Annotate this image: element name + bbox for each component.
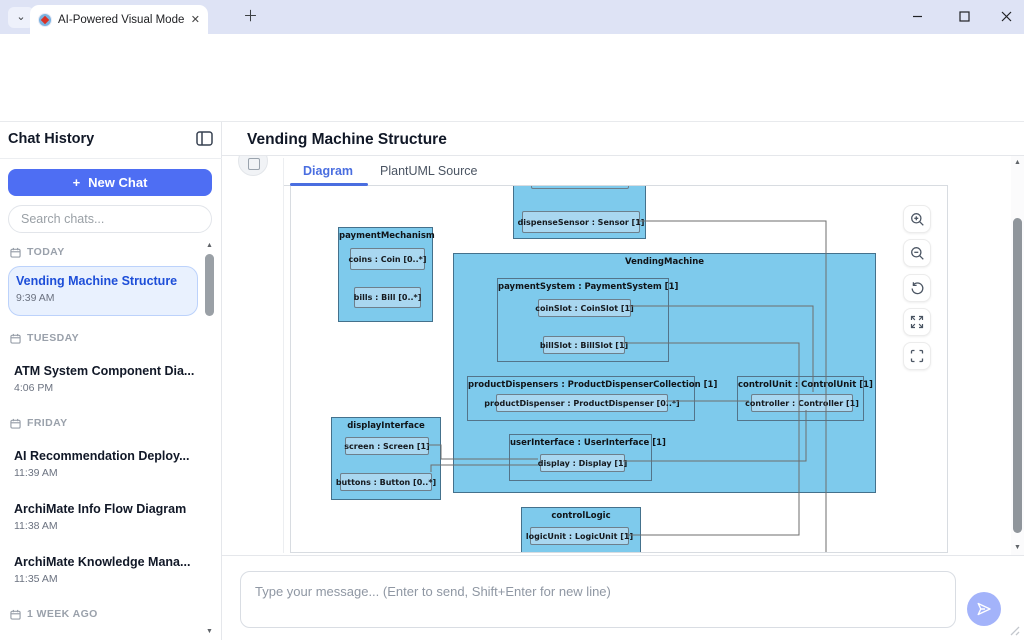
- window-maximize-button[interactable]: [944, 0, 984, 32]
- uml-part-bill-slot: billSlot : BillSlot [1]: [543, 336, 625, 354]
- chat-item-time: 11:38 AM: [14, 520, 58, 532]
- chat-item-title[interactable]: ArchiMate Knowledge Mana...: [14, 555, 190, 569]
- uml-part-controller: controller : Controller [1]: [751, 394, 853, 412]
- expand-arrows-button[interactable]: [903, 308, 931, 336]
- calendar-icon: [10, 333, 21, 344]
- chat-item-time: 9:39 AM: [16, 292, 55, 304]
- calendar-icon: [10, 247, 21, 258]
- uml-part-clipped: [531, 186, 629, 189]
- uml-box-display-interface: displayInterface screen : Screen [1] but…: [331, 417, 441, 500]
- section-heading-tuesday: TUESDAY: [10, 332, 79, 344]
- sidebar-collapse-icon[interactable]: [196, 131, 214, 147]
- scroll-down-icon[interactable]: ▼: [203, 626, 216, 638]
- uml-box-vending-machine: VendingMachine paymentSystem : PaymentSy…: [453, 253, 876, 493]
- sidebar-title: Chat History: [8, 131, 94, 147]
- plus-icon: +: [73, 175, 81, 190]
- uml-part-buttons: buttons : Button [0..*]: [340, 473, 432, 491]
- sidebar-scrollbar[interactable]: ▲ ▼: [203, 240, 216, 638]
- scrollbar-thumb[interactable]: [1013, 218, 1022, 533]
- paper-plane-icon: [976, 601, 992, 617]
- uml-box-payment-system: paymentSystem : PaymentSystem [1] coinSl…: [497, 278, 669, 362]
- new-chat-button[interactable]: + New Chat: [8, 169, 212, 196]
- diagram-tabs-row: Diagram PlantUML Source: [284, 158, 948, 186]
- chat-item-time: 4:06 PM: [14, 382, 53, 394]
- scroll-up-icon[interactable]: ▲: [1011, 157, 1024, 169]
- message-input[interactable]: [240, 571, 956, 628]
- chat-scrollbar[interactable]: ▲ ▼: [1011, 156, 1024, 555]
- section-heading-friday: FRIDAY: [10, 417, 68, 429]
- chat-message-area: Diagram PlantUML Source dispenseSensor :…: [222, 156, 1024, 555]
- chat-item-time: 11:35 AM: [14, 573, 58, 585]
- conversation-title: Vending Machine Structure: [247, 131, 447, 149]
- calendar-icon: [10, 418, 21, 429]
- chat-item-title[interactable]: Vending Machine Structure: [16, 274, 177, 288]
- message-card-border: [283, 158, 284, 553]
- calendar-icon: [10, 609, 21, 620]
- zoom-out-button[interactable]: [903, 239, 931, 267]
- chat-item-title[interactable]: AI Recommendation Deploy...: [14, 449, 190, 463]
- tab-title: AI-Powered Visual Modeling Ch: [58, 14, 185, 26]
- chat-item-time: 11:39 AM: [14, 467, 58, 479]
- uml-box-product-dispensers: productDispensers : ProductDispenserColl…: [467, 376, 695, 421]
- scrollbar-thumb[interactable]: [205, 254, 214, 316]
- tab-close-icon[interactable]: ✕: [191, 13, 200, 26]
- uml-box-payment-mechanism: paymentMechanism coins : Coin [0..*] bil…: [338, 227, 433, 322]
- uml-box-control-logic: controlLogic logicUnit : LogicUnit [1]: [521, 507, 641, 553]
- message-input-area: [222, 555, 1024, 640]
- fullscreen-button[interactable]: [903, 342, 931, 370]
- browser-active-tab[interactable]: AI-Powered Visual Modeling Ch ✕: [30, 5, 208, 34]
- browser-tab-strip: ⌄ AI-Powered Visual Modeling Ch ✕ ＋: [0, 0, 1024, 34]
- new-tab-button[interactable]: ＋: [243, 9, 258, 25]
- uml-part-display: display : Display [1]: [540, 454, 625, 472]
- window-close-button[interactable]: [986, 0, 1024, 32]
- chat-item-title[interactable]: ATM System Component Dia...: [14, 364, 194, 378]
- app-header: Chatbot Powered by Visual Paradigm More …: [0, 70, 1024, 122]
- scroll-up-icon[interactable]: ▲: [203, 240, 216, 252]
- reset-view-button[interactable]: [903, 274, 931, 302]
- scroll-down-icon[interactable]: ▼: [1011, 542, 1024, 554]
- uml-box-control-unit: controlUnit : ControlUnit [1] controller…: [737, 376, 864, 421]
- uml-part-coins: coins : Coin [0..*]: [350, 248, 425, 270]
- divider: [0, 158, 222, 159]
- send-button[interactable]: [967, 592, 1001, 626]
- uml-box-user-interface: userInterface : UserInterface [1] displa…: [509, 434, 652, 481]
- tab-favicon-icon: [38, 13, 52, 27]
- uml-box-dispenser: dispenseSensor : Sensor [1]: [513, 186, 646, 239]
- uml-part-logic-unit: logicUnit : LogicUnit [1]: [530, 527, 629, 545]
- browser-toolbar: ai-toolbox.visual-paradigm.com/app/chatb…: [0, 34, 1024, 70]
- uml-part-dispense-sensor: dispenseSensor : Sensor [1]: [522, 211, 640, 233]
- search-chats-input[interactable]: [8, 205, 212, 233]
- zoom-in-button[interactable]: [903, 205, 931, 233]
- window-minimize-button[interactable]: [897, 0, 937, 32]
- uml-part-coin-slot: coinSlot : CoinSlot [1]: [538, 299, 631, 317]
- section-heading-week-ago: 1 WEEK AGO: [10, 608, 98, 620]
- uml-part-screen: screen : Screen [1]: [345, 437, 429, 455]
- assistant-avatar: [238, 156, 268, 176]
- resize-handle-icon[interactable]: [1006, 622, 1020, 636]
- section-heading-today: TODAY: [10, 246, 65, 258]
- diagram-canvas[interactable]: dispenseSensor : Sensor [1] paymentMecha…: [290, 186, 948, 553]
- uml-part-bills: bills : Bill [0..*]: [354, 287, 421, 308]
- uml-part-product-dispenser: productDispenser : ProductDispenser [0..…: [496, 394, 668, 412]
- tab-plantuml-source[interactable]: PlantUML Source: [380, 164, 478, 178]
- chat-item-title[interactable]: ArchiMate Info Flow Diagram: [14, 502, 186, 516]
- tab-diagram[interactable]: Diagram: [303, 164, 353, 178]
